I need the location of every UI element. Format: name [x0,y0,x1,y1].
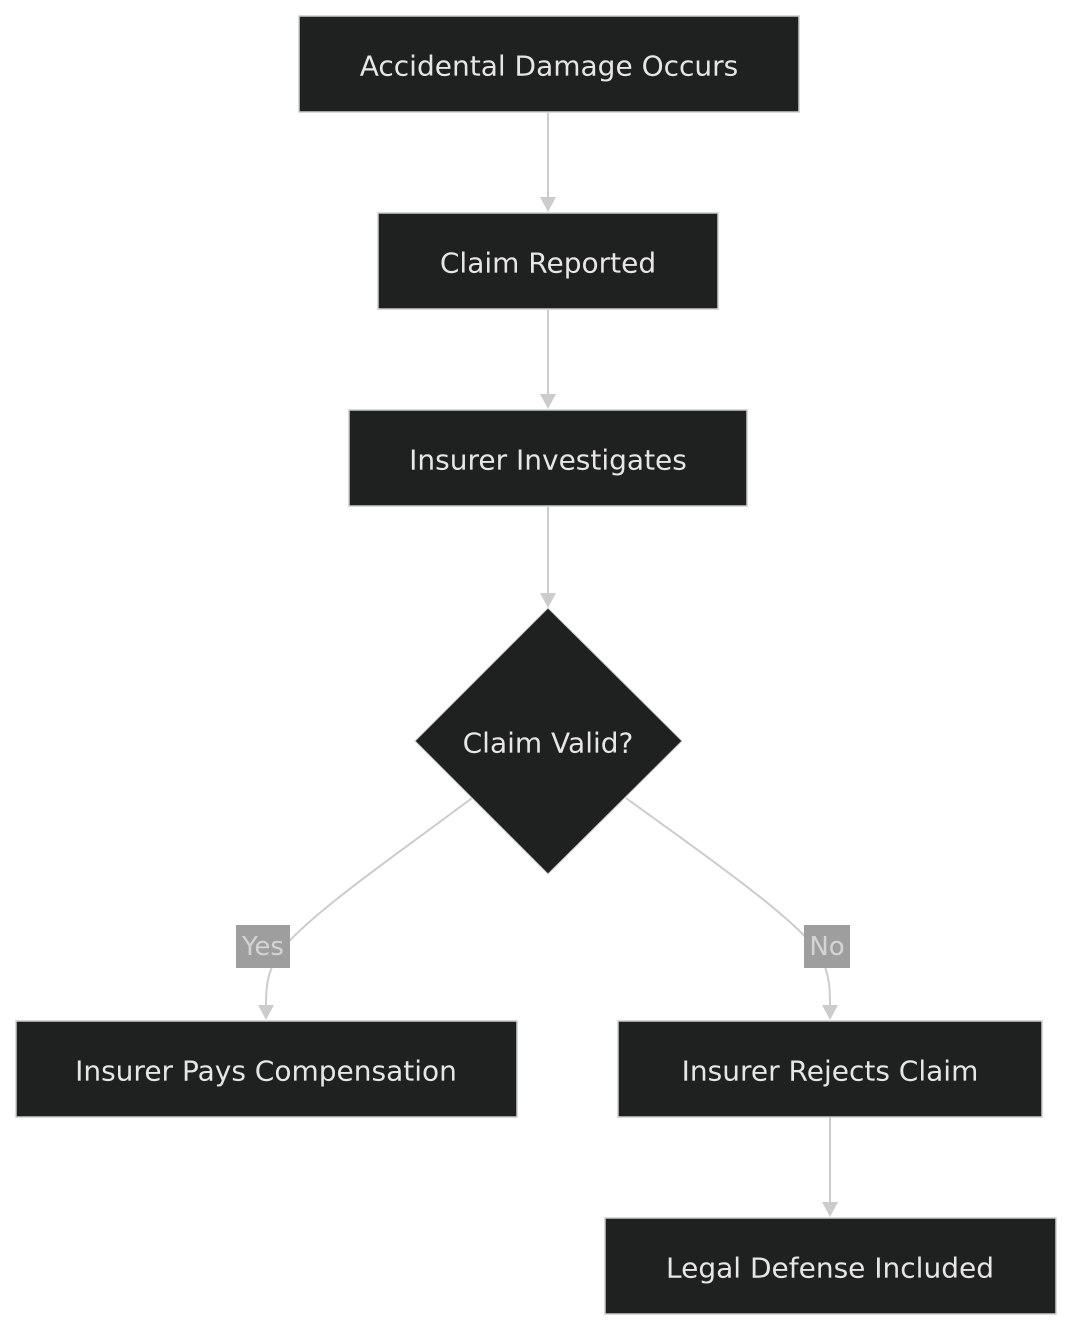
edge-damage-to-reported [540,113,556,212]
edge-valid-to-rejects [625,797,838,1020]
node-insurer-rejects: Insurer Rejects Claim [617,1020,1043,1118]
node-insurer-pays-label: Insurer Pays Compensation [75,1055,457,1088]
node-insurer-pays: Insurer Pays Compensation [15,1020,518,1118]
edge-reported-to-investigates [540,310,556,409]
edge-label-no: No [804,925,850,968]
node-claim-reported-label: Claim Reported [440,247,656,280]
node-claim-valid-decision: Claim Valid? [414,607,683,875]
edges [258,113,838,1217]
edge-label-yes: Yes [236,925,290,968]
node-claim-reported: Claim Reported [377,212,719,310]
node-insurer-rejects-label: Insurer Rejects Claim [682,1055,979,1088]
node-insurer-investigates-label: Insurer Investigates [409,444,687,477]
edge-label-yes-text: Yes [241,932,284,962]
node-insurer-investigates: Insurer Investigates [348,409,748,507]
node-accidental-damage-label: Accidental Damage Occurs [360,50,739,83]
node-accidental-damage: Accidental Damage Occurs [298,15,800,113]
edge-investigates-to-valid [540,507,556,608]
edge-rejects-to-legal [822,1117,838,1217]
node-legal-defense: Legal Defense Included [604,1217,1057,1315]
edge-label-no-text: No [809,932,844,962]
edge-valid-to-pays [258,797,473,1020]
node-legal-defense-label: Legal Defense Included [666,1252,994,1285]
node-claim-valid-label: Claim Valid? [463,727,634,760]
